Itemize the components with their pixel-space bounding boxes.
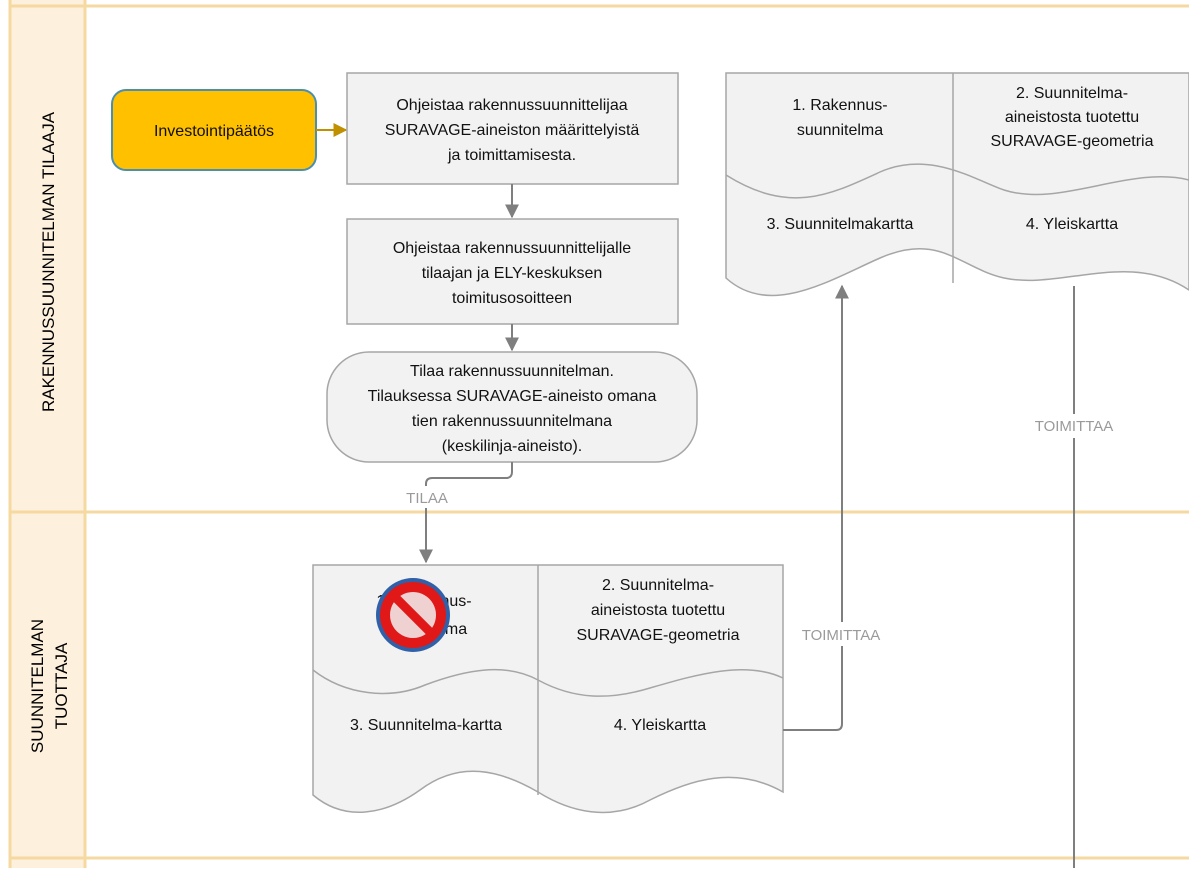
step1-line2: SURAVAGE-aineiston määrittelyistä <box>385 122 640 139</box>
document-set-bottom: 1. Rakennus- suunnitelma 2. Suunnitelma-… <box>312 564 784 814</box>
doc-top-item1-line1: 1. Rakennus- <box>792 97 887 114</box>
lane-label-tuottaja-line2: TUOTTAJA <box>52 642 71 729</box>
document-set-top: 1. Rakennus- suunnitelma 2. Suunnitelma-… <box>725 72 1189 297</box>
doc-bottom-item2-line1: 2. Suunnitelma- <box>602 577 714 594</box>
deliver-label-lower: TOIMITTAA <box>802 627 881 644</box>
doc-top-item3: 3. Suunnitelmakartta <box>767 216 914 233</box>
step2-node: Ohjeistaa rakennussuunnittelijalle tilaa… <box>346 218 679 325</box>
lane-label-tilaaja: RAKENNUSSUUNNITELMAN TILAAJA <box>39 111 58 412</box>
doc-bottom-item3: 3. Suunnitelma-kartta <box>350 717 502 734</box>
step3-line4: (keskilinja-aineisto). <box>442 438 583 455</box>
step3-line3: tien rakennussuunnitelmana <box>412 413 612 430</box>
step3-line2: Tilauksessa SURAVAGE-aineisto omana <box>368 388 657 405</box>
doc-top-outline <box>725 72 1189 297</box>
swimlanes: RAKENNUSSUUNNITELMAN TILAAJA SUUNNITELMA… <box>8 0 1189 868</box>
deliver-label-upper-bg <box>1018 414 1130 438</box>
doc-bottom-item2-line2: aineistosta tuotettu <box>591 602 725 619</box>
order-connector <box>419 462 513 564</box>
doc-top-item2-line2: aineistosta tuotettu <box>1005 109 1139 126</box>
prohibited-icon <box>376 578 450 652</box>
investment-decision-label: Investointipäätös <box>154 123 274 140</box>
lane-header-tuottaja <box>10 512 85 858</box>
lane-label-tuottaja-line1: SUUNNITELMAN <box>28 619 47 753</box>
doc-top-middle-wave <box>725 163 1189 199</box>
lane-header-next <box>10 858 85 868</box>
step2-line2: tilaajan ja ELY-keskuksen <box>422 265 603 282</box>
step1-node: Ohjeistaa rakennussuunnittelijaa SURAVAG… <box>346 72 679 185</box>
step3-line1: Tilaa rakennussuunnitelman. <box>410 363 614 380</box>
doc-top-item2-line3: SURAVAGE-geometria <box>990 133 1153 150</box>
deliver-connector-up <box>783 284 849 731</box>
step1-line3: ja toimittamisesta. <box>447 147 576 164</box>
lane-header-tilaaja <box>10 0 85 512</box>
deliver-label-lower-bg <box>786 622 896 646</box>
deliver-label-upper: TOIMITTAA <box>1035 418 1114 435</box>
step3-node: Tilaa rakennussuunnitelman. Tilauksessa … <box>326 351 698 463</box>
step2-box <box>346 218 679 325</box>
step2-line3: toimitusosoitteen <box>452 290 572 307</box>
doc-bottom-item2-line3: SURAVAGE-geometria <box>576 627 739 644</box>
step2-line1: Ohjeistaa rakennussuunnittelijalle <box>393 240 631 257</box>
doc-top-item1-line2: suunnitelma <box>797 122 883 139</box>
doc-top-item2-line1: 2. Suunnitelma- <box>1016 85 1128 102</box>
order-label-bg <box>404 486 450 508</box>
order-label: TILAA <box>406 490 448 507</box>
start-node: Investointipäätös <box>111 89 317 171</box>
doc-top-item4: 4. Yleiskartta <box>1026 216 1118 233</box>
step1-line1: Ohjeistaa rakennussuunnittelijaa <box>396 97 627 114</box>
doc-bottom-item4: 4. Yleiskartta <box>614 717 706 734</box>
